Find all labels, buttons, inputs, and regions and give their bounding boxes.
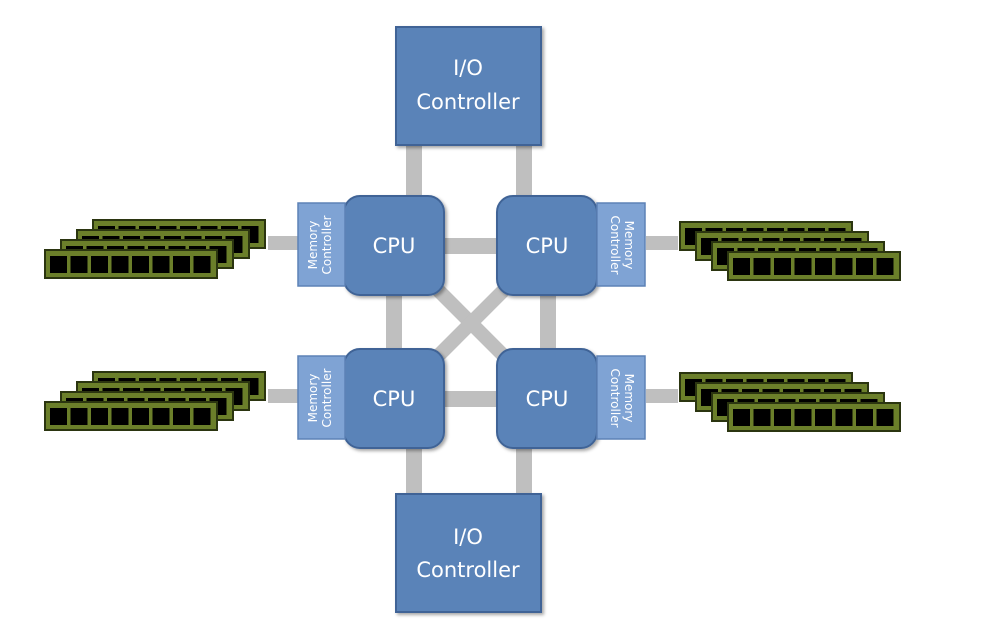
dimm-chip (111, 408, 129, 425)
io-controller-bottom-line2: Controller (416, 558, 520, 582)
link-cpu-tr-cpu-bl (427, 279, 515, 367)
memory-controller-top-right-line2: Controller (608, 215, 622, 274)
dimm-stack-bottom-left (44, 371, 266, 431)
dimm-chip (774, 409, 791, 426)
memory-controller-top-left: Memory Controller (297, 202, 346, 287)
dimm-chip (753, 258, 771, 275)
dimm-chip (173, 408, 190, 425)
dimm-chip (50, 408, 67, 425)
link-io-bottom-cpu-bl (406, 446, 422, 494)
dimm-chip (815, 258, 832, 275)
memory-controller-top-right: Memory Controller (596, 202, 646, 287)
memory-controller-bottom-right-line1: Memory (622, 374, 636, 423)
dimm-module (727, 402, 901, 432)
dimm-chip (753, 409, 771, 426)
dimm-chip (835, 409, 853, 426)
memory-controller-bottom-right-line2: Controller (608, 368, 622, 427)
io-controller-top-line2: Controller (416, 90, 520, 114)
memory-controller-bottom-left-line2: Controller (320, 368, 334, 427)
cpu-bottom-right-label: CPU (526, 387, 569, 411)
dimm-chip (193, 408, 211, 425)
dimm-chip (876, 258, 894, 275)
dimm-chip (815, 409, 832, 426)
dimm-module (44, 401, 218, 431)
memory-controller-top-right-line1: Memory (622, 221, 636, 270)
dimm-chip (856, 258, 873, 275)
link-cpu-tl-cpu-tr (444, 238, 498, 254)
dimm-chip (152, 408, 170, 425)
cpu-top-left-label: CPU (373, 234, 416, 258)
io-controller-top: I/O Controller (395, 26, 542, 146)
dimm-module (44, 249, 218, 279)
cpu-top-right-label: CPU (526, 234, 569, 258)
cpu-bottom-right: CPU (496, 348, 598, 449)
link-io-bottom-cpu-br (516, 446, 532, 494)
dimm-chip (856, 409, 873, 426)
dimm-chip (152, 256, 170, 273)
memory-controller-bottom-left: Memory Controller (297, 355, 346, 440)
memory-controller-bottom-left-line1: Memory (306, 374, 320, 423)
dimm-module (727, 251, 901, 281)
dimm-chip (111, 256, 129, 273)
dimm-stack-top-left (44, 219, 266, 279)
dimm-chip (876, 409, 894, 426)
link-io-top-cpu-tl (406, 145, 422, 197)
link-memctl-br-dimm (646, 389, 678, 403)
link-io-top-cpu-tr (516, 145, 532, 197)
cpu-bottom-left-label: CPU (373, 387, 416, 411)
dimm-chip (733, 258, 750, 275)
dimm-stack-top-right (679, 221, 901, 281)
link-memctl-tl-dimm (268, 236, 298, 250)
dimm-chip (132, 256, 149, 273)
dimm-chip (173, 256, 190, 273)
dimm-chip (193, 256, 211, 273)
link-cpu-tr-cpu-br (540, 294, 556, 350)
cpu-top-left: CPU (343, 195, 445, 296)
memory-controller-top-left-line1: Memory (306, 221, 320, 270)
dimm-chip (50, 256, 67, 273)
cpu-top-right: CPU (496, 195, 598, 296)
dimm-chip (132, 408, 149, 425)
link-cpu-tl-cpu-bl (386, 294, 402, 350)
memory-controller-bottom-right: Memory Controller (596, 355, 646, 440)
memory-controller-top-left-line2: Controller (320, 215, 334, 274)
dimm-chip (91, 256, 108, 273)
dimm-chip (91, 408, 108, 425)
io-controller-bottom: I/O Controller (395, 493, 542, 613)
dimm-chip (70, 256, 88, 273)
dimm-stack-bottom-right (679, 372, 901, 432)
io-controller-bottom-line1: I/O (453, 525, 483, 549)
link-memctl-bl-dimm (268, 389, 298, 403)
cpu-bottom-left: CPU (343, 348, 445, 449)
dimm-chip (835, 258, 853, 275)
dimm-chip (794, 258, 812, 275)
dimm-chip (774, 258, 791, 275)
link-memctl-tr-dimm (646, 236, 678, 250)
dimm-chip (70, 408, 88, 425)
dimm-chip (794, 409, 812, 426)
io-controller-top-line1: I/O (453, 56, 483, 80)
dimm-chip (733, 409, 750, 426)
link-cpu-bl-cpu-br (444, 391, 498, 407)
interconnects (268, 145, 678, 494)
